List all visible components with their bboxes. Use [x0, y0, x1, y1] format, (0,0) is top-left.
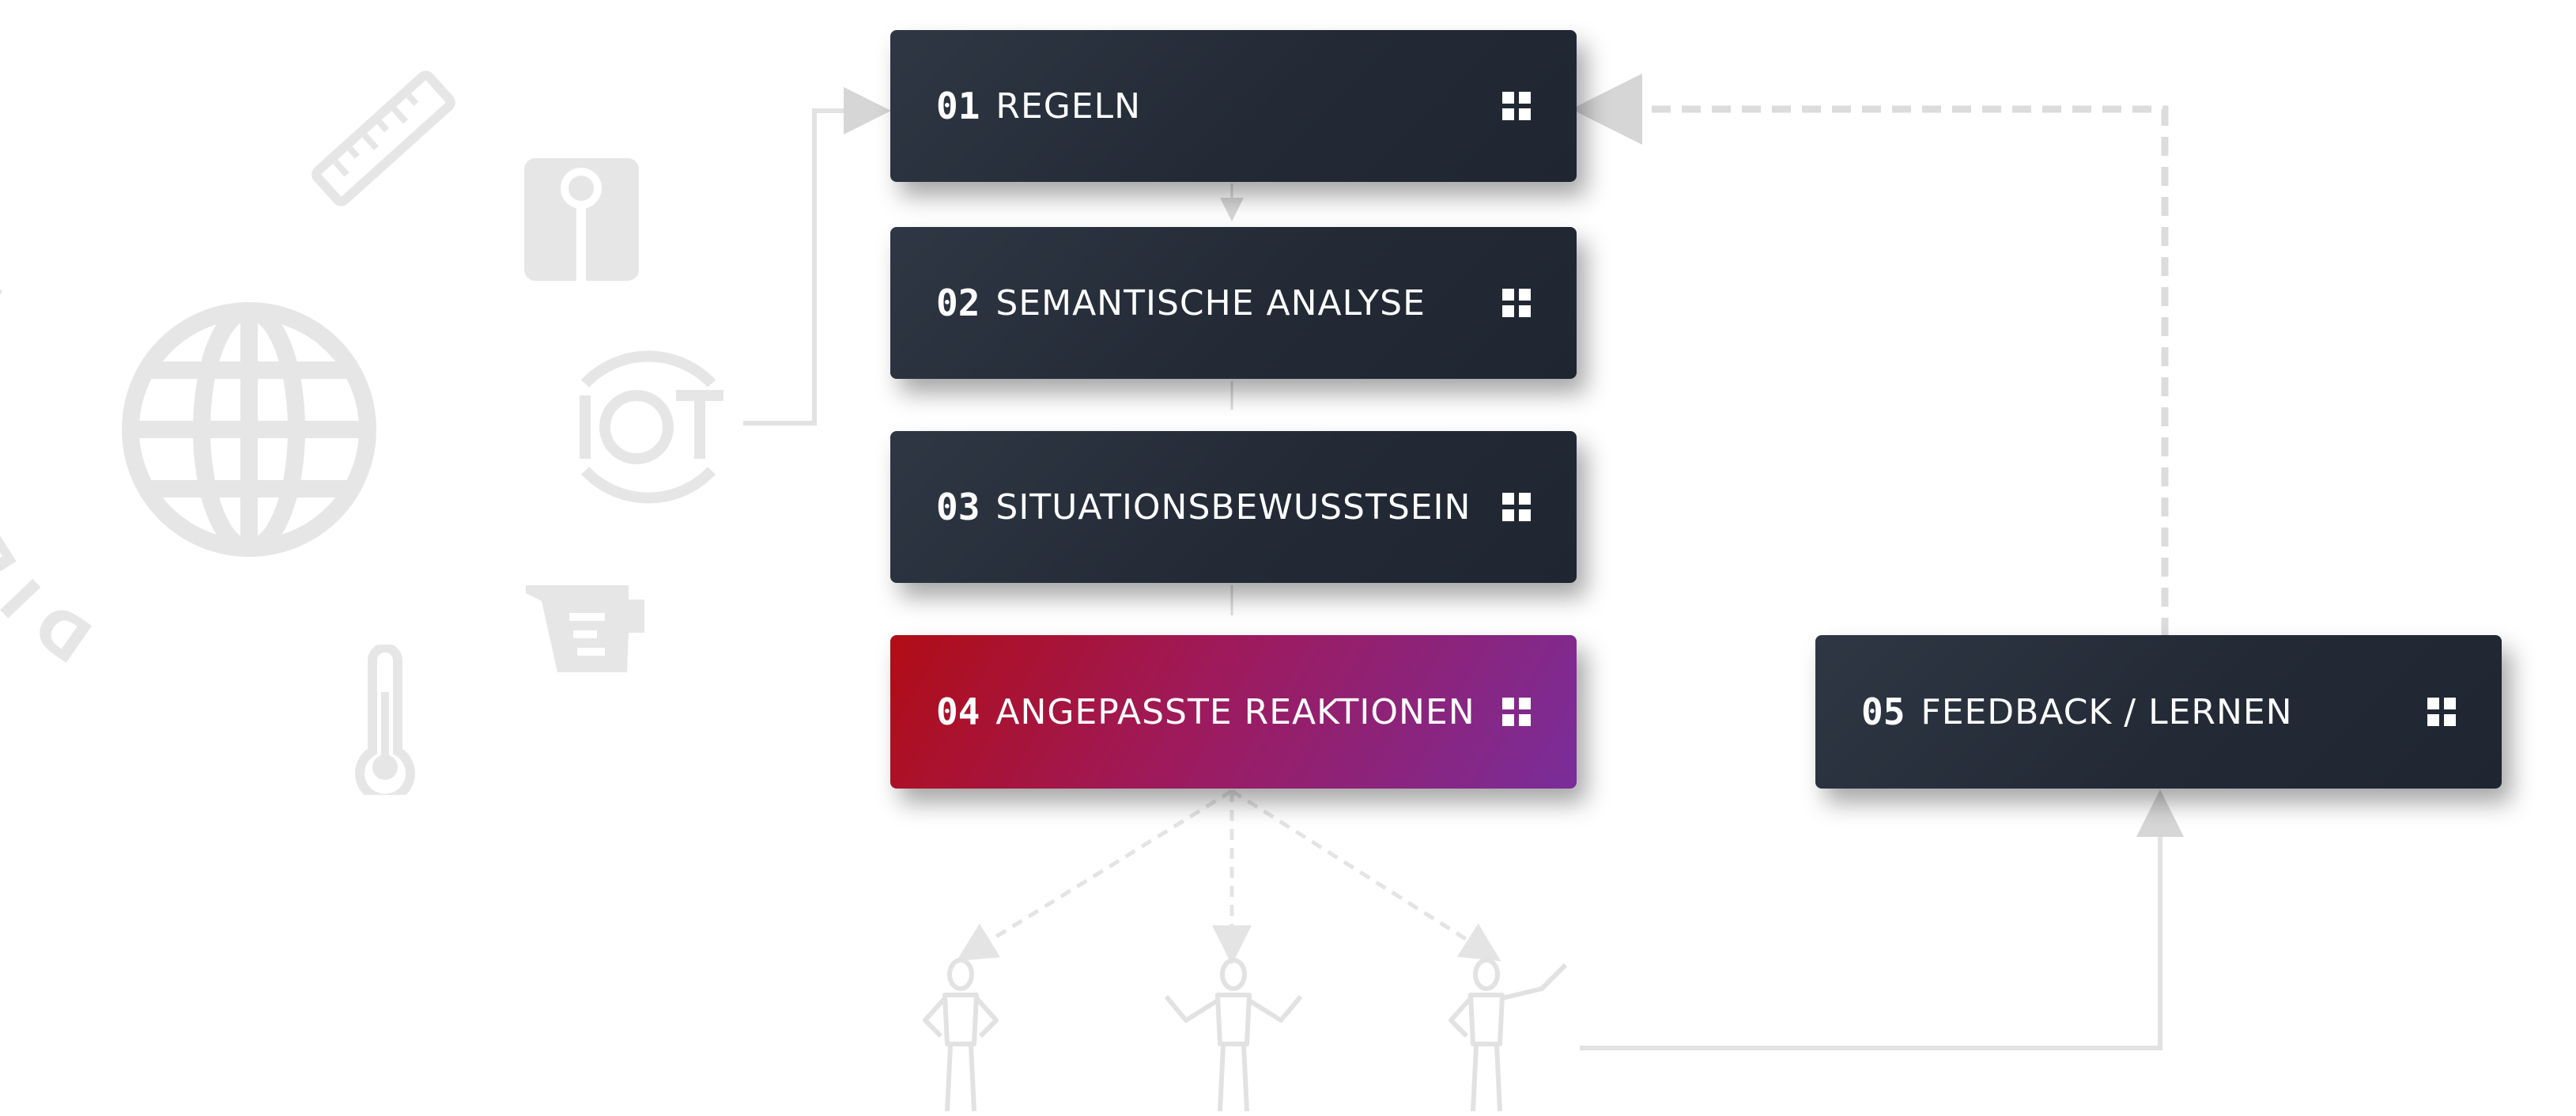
step-number: 04 — [936, 690, 980, 733]
grid-icon[interactable] — [1502, 493, 1531, 521]
grid-icon[interactable] — [1502, 92, 1531, 120]
world-label: DIE WELT — [0, 237, 105, 664]
grid-icon[interactable] — [2427, 698, 2456, 726]
step-label: FEEDBACK / LERNEN — [1921, 691, 2293, 732]
grid-icon[interactable] — [1502, 289, 1531, 317]
step-box-feedback-lernen[interactable]: 05 FEEDBACK / LERNEN — [1815, 635, 2502, 789]
globe-icon — [122, 302, 376, 557]
world-label-decoration: DIE WELT — [0, 237, 105, 664]
step-number: 02 — [936, 282, 980, 324]
step-number: 05 — [1861, 690, 1906, 733]
step-label: SEMANTISCHE ANALYSE — [995, 282, 1426, 323]
scale-icon — [524, 158, 639, 281]
step-label: ANGEPASSTE REAKTIONEN — [995, 691, 1475, 732]
person-figure-icon-2 — [1164, 958, 1303, 1112]
ruler-icon — [312, 70, 455, 206]
thermometer-icon — [355, 645, 415, 795]
connector-feedback-to-regeln — [1571, 74, 2169, 637]
step-number: 01 — [936, 85, 980, 127]
step-box-situationsbewusstsein[interactable]: 03 SITUATIONSBEWUSSTSEIN — [890, 431, 1577, 583]
person-figure-icon-3 — [1449, 958, 1568, 1112]
connector-figures-to-feedback — [1580, 789, 2184, 1050]
connector-04-to-figure-1 — [956, 789, 1233, 962]
step-label: REGELN — [995, 85, 1142, 127]
person-figure-icon-1 — [923, 958, 999, 1112]
step-box-angepasste-reaktionen[interactable]: 04 ANGEPASSTE REAKTIONEN — [890, 635, 1577, 789]
step-box-semantische-analyse[interactable]: 02 SEMANTISCHE ANALYSE — [890, 227, 1577, 379]
connector-iot-to-regeln — [743, 87, 891, 426]
measuring-cup-icon — [526, 585, 644, 672]
grid-icon[interactable] — [1502, 698, 1531, 726]
step-number: 03 — [936, 486, 980, 528]
connector-04-to-figure-3 — [1230, 789, 1501, 962]
step-box-regeln[interactable]: 01 REGELN — [890, 30, 1577, 182]
step-label: SITUATIONSBEWUSSTSEIN — [995, 486, 1471, 528]
iot-icon — [580, 350, 723, 504]
